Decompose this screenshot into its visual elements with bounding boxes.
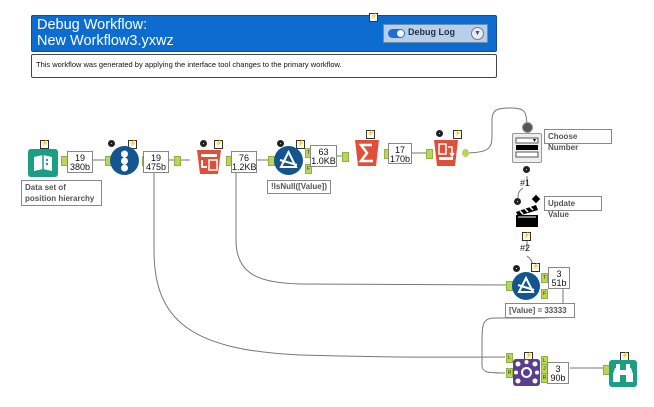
summarize-tool[interactable] <box>352 139 382 167</box>
sort-tool[interactable] <box>431 139 461 167</box>
true-anchor[interactable]: T <box>541 273 548 283</box>
lightning-icon: ⚡ <box>40 140 49 149</box>
false-anchor[interactable]: F <box>305 164 312 174</box>
filter-icon <box>517 275 535 293</box>
data-size: 90b <box>550 373 566 383</box>
toggle-knob <box>397 30 404 37</box>
record-count: 3 <box>556 269 562 279</box>
filter-tool[interactable] <box>512 272 540 300</box>
data-size: 1.0KB <box>311 156 336 166</box>
data-size: 170b <box>389 154 411 164</box>
data-size: 380b <box>69 162 91 172</box>
wire-sort-dropdown <box>463 107 528 154</box>
debug-workflow-header: Debug Workflow: New Workflow3.yxwz Debug… <box>31 15 497 52</box>
filter-icon <box>279 149 298 168</box>
data-size: 475b <box>145 162 167 172</box>
tool-annotation: Update Value <box>544 196 602 219</box>
output-anchor[interactable] <box>462 149 469 157</box>
record-count: 76 <box>238 153 249 163</box>
lightning-icon: ⚡ <box>531 263 540 272</box>
debug-log-label: Debug Log <box>408 27 455 37</box>
record-count: 17 <box>394 145 405 155</box>
book-icon <box>34 155 52 171</box>
record-count: 3 <box>555 364 561 374</box>
binoculars-icon <box>613 364 633 382</box>
chevron-down-icon[interactable]: ▼ <box>471 27 484 40</box>
lightning-icon: ⚡ <box>366 130 375 139</box>
connection-label: #1 <box>520 178 531 188</box>
lightning-icon: ⚡ <box>214 140 223 149</box>
description-text: This workflow was generated by applying … <box>36 60 342 69</box>
browse-tool[interactable] <box>609 360 637 387</box>
tool-annotation: [Value] = 33333 <box>505 303 575 318</box>
left-input-anchor[interactable]: L <box>506 353 513 363</box>
tool-annotation: !IsNull([Value]) <box>267 180 331 194</box>
wire-recordid-join-left <box>153 172 506 358</box>
gear-icon <box>513 265 520 272</box>
gear-icon <box>436 130 443 137</box>
input-anchor[interactable] <box>426 149 433 159</box>
record-count: 19 <box>150 153 161 163</box>
lightning-icon: ⚡ <box>453 130 462 139</box>
data-size: 1.2KB <box>232 162 257 172</box>
record-count: 63 <box>318 147 329 157</box>
dropdown-tool[interactable] <box>512 133 542 163</box>
gear-icon <box>523 166 530 173</box>
record-count: 19 <box>74 153 85 163</box>
gear-icon <box>514 198 521 205</box>
debug-log-button[interactable]: Debug Log ▼ <box>383 24 488 43</box>
dropdown-icon <box>515 137 539 158</box>
action-tool[interactable] <box>514 200 542 228</box>
data-size: 51b <box>551 278 567 288</box>
gear-icon <box>277 140 284 147</box>
join-icon <box>514 360 539 384</box>
false-anchor[interactable]: F <box>541 289 548 299</box>
record-id-tool[interactable] <box>110 146 139 175</box>
debug-toggle[interactable] <box>388 29 405 38</box>
lightning-icon: ⚡ <box>296 140 305 149</box>
input-anchor[interactable] <box>342 152 349 162</box>
record-id-icon <box>121 150 128 172</box>
tool-annotation: Data set of position hierarchy <box>21 180 102 206</box>
join-tool[interactable] <box>513 359 540 386</box>
tool-annotation: Choose Number <box>544 129 612 152</box>
sort-icon <box>434 140 458 166</box>
connection-label: #2 <box>520 243 531 253</box>
filter-tool[interactable] <box>274 146 303 175</box>
gear-icon <box>108 140 115 147</box>
lightning-icon: ⚡ <box>369 13 378 22</box>
input-anchor[interactable] <box>174 156 181 166</box>
sigma-icon <box>355 140 379 166</box>
workflow-title: Debug Workflow: New Workflow3.yxwz <box>37 17 174 49</box>
interface-anchor[interactable] <box>522 122 533 133</box>
wire-select-filter2 <box>235 172 508 286</box>
wire-dropdown-action <box>517 176 528 199</box>
select-icon <box>197 150 221 174</box>
gear-icon <box>200 140 207 147</box>
input-data-tool[interactable] <box>28 149 58 177</box>
lightning-icon: ⚡ <box>522 232 531 241</box>
select-tool[interactable] <box>194 148 224 176</box>
right-input-anchor[interactable]: R <box>506 368 513 378</box>
workflow-description: This workflow was generated by applying … <box>31 54 497 78</box>
clapperboard-icon <box>516 205 538 227</box>
